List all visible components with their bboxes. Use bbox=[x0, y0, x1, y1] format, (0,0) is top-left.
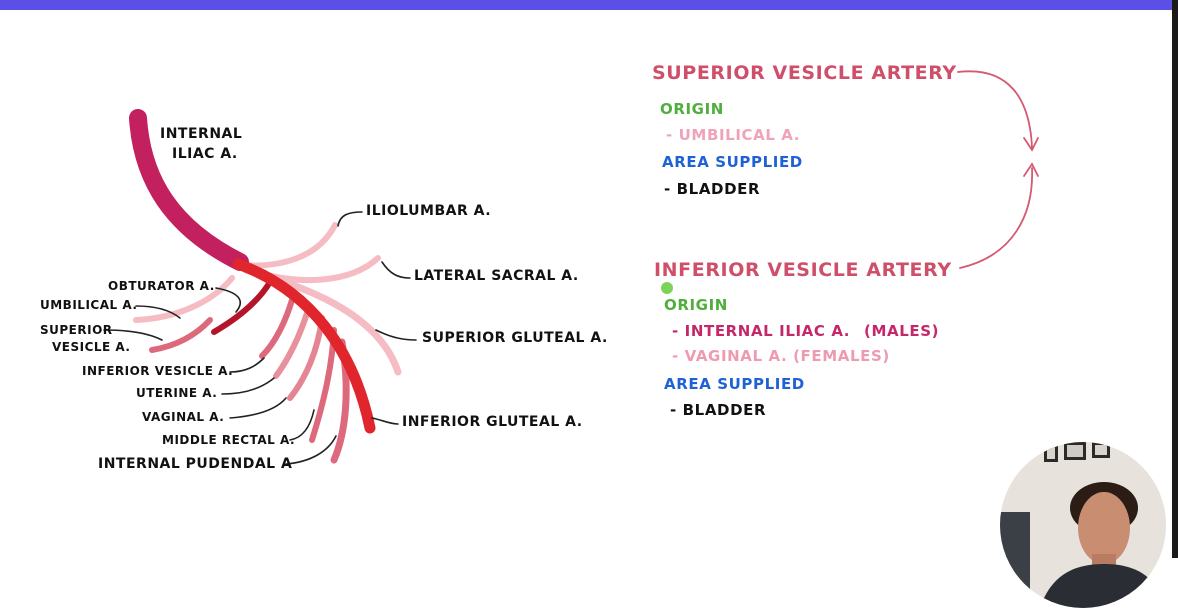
label-uterine: UTERINE A. bbox=[136, 386, 217, 400]
leader-vaginal bbox=[230, 398, 286, 418]
label-superior-gluteal: SUPERIOR GLUTEAL A. bbox=[422, 330, 608, 346]
uterine-artery bbox=[276, 310, 308, 376]
superior-area-item: - BLADDER bbox=[664, 180, 760, 198]
inferior-origin-item-1-note: (MALES) bbox=[864, 322, 939, 340]
superior-origin-heading: ORIGIN bbox=[660, 100, 724, 118]
iliolumbar-artery bbox=[240, 225, 335, 266]
label-iliolumbar: ILIOLUMBAR A. bbox=[366, 203, 491, 219]
label-inferior-vesicle: INFERIOR VESICLE A. bbox=[82, 364, 233, 378]
connector-arrow-bottom-head bbox=[1024, 164, 1038, 176]
vaginal-artery bbox=[290, 318, 322, 398]
label-middle-rectal: MIDDLE RECTAL A. bbox=[162, 433, 295, 447]
leader-iliolumbar bbox=[338, 212, 362, 226]
superior-origin-item: - UMBILICAL A. bbox=[666, 126, 800, 144]
presenter-webcam-icon bbox=[1000, 442, 1166, 608]
label-internal-pudendal: INTERNAL PUDENDAL A bbox=[98, 456, 292, 472]
label-internal-iliac-line1: INTERNAL bbox=[160, 126, 242, 142]
leader-inferior-vesicle bbox=[230, 358, 264, 372]
label-superior-vesicle-line2: VESICLE A. bbox=[52, 340, 131, 354]
leader-superior-vesicle bbox=[104, 330, 162, 340]
connector-arrow-top bbox=[958, 71, 1032, 148]
inferior-origin-item-1: - INTERNAL ILIAC A. bbox=[672, 322, 850, 340]
inferior-vesicle-title: INFERIOR VESICLE ARTERY bbox=[654, 259, 952, 281]
leader-inferior-gluteal bbox=[372, 418, 398, 424]
superior-area-heading: AREA SUPPLIED bbox=[662, 153, 803, 171]
leader-uterine bbox=[222, 378, 274, 394]
inferior-area-heading: AREA SUPPLIED bbox=[664, 375, 805, 393]
superior-vesicle-title: SUPERIOR VESICLE ARTERY bbox=[652, 62, 957, 84]
cursor-dot bbox=[661, 282, 673, 294]
superior-vesicle-artery bbox=[152, 320, 210, 350]
connector-arrow-bottom bbox=[960, 168, 1032, 268]
label-umbilical: UMBILICAL A. bbox=[40, 298, 137, 312]
inferior-origin-item-2: - VAGINAL A. (FEMALES) bbox=[672, 347, 890, 365]
label-obturator: OBTURATOR A. bbox=[108, 279, 215, 293]
label-inferior-gluteal: INFERIOR GLUTEAL A. bbox=[402, 414, 583, 430]
inferior-area-item: - BLADDER bbox=[670, 401, 766, 419]
inferior-origin-heading: ORIGIN bbox=[664, 296, 728, 314]
label-lateral-sacral: LATERAL SACRAL A. bbox=[414, 268, 579, 284]
inferior-vesicle-artery bbox=[262, 300, 292, 356]
label-superior-vesicle-line1: SUPERIOR bbox=[40, 323, 113, 337]
label-internal-iliac-line2: ILIAC A. bbox=[172, 146, 238, 162]
label-vaginal: VAGINAL A. bbox=[142, 410, 224, 424]
leader-lateral-sacral bbox=[382, 262, 410, 278]
